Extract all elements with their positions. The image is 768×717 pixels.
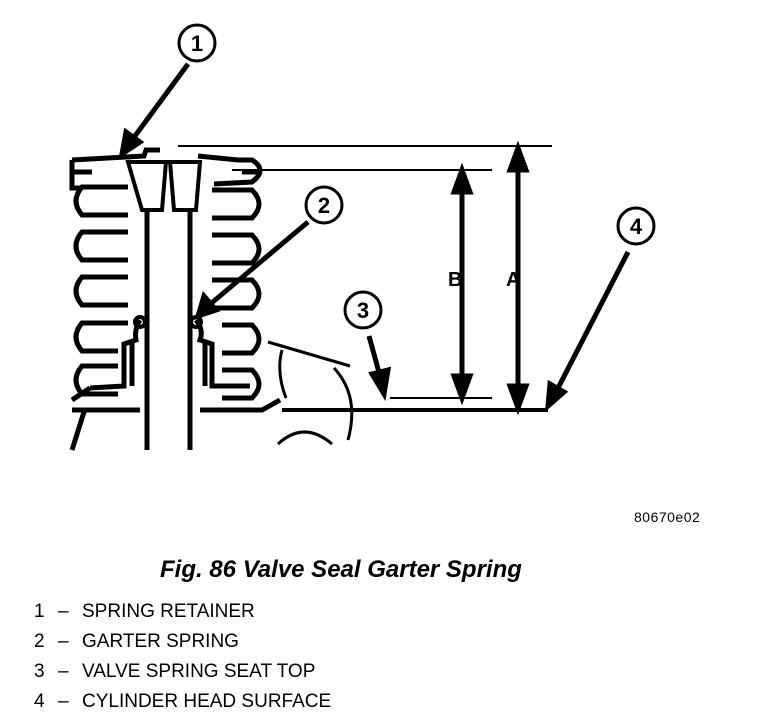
legend-item: 3–VALVE SPRING SEAT TOP	[34, 657, 331, 687]
dimension-b-arrow	[450, 162, 474, 406]
callout-4-number: 4	[630, 214, 643, 239]
callout-2-number: 2	[318, 193, 330, 218]
valve-seal	[89, 318, 250, 391]
figure-caption: Fig. 86 Valve Seal Garter Spring	[160, 556, 522, 583]
callout-4-leader	[544, 250, 631, 412]
legend-separator: –	[58, 601, 69, 622]
callout-3-circle	[343, 290, 383, 330]
legend-item: 4–CYLINDER HEAD SURFACE	[34, 687, 331, 717]
callout-legend: 1–SPRING RETAINER 2–GARTER SPRING 3–VALV…	[34, 597, 331, 717]
legend-label: SPRING RETAINER	[82, 601, 255, 622]
callout-2-circle	[304, 185, 344, 225]
callout-4-circle	[616, 206, 656, 246]
callout-1-leader	[118, 62, 191, 160]
valve-seal-diagram: A B 1 2 3 4	[69, 23, 656, 451]
dimension-b-label: B	[448, 269, 462, 291]
garter-spring-left	[133, 315, 147, 329]
legend-label: GARTER SPRING	[82, 631, 239, 652]
callout-3-number: 3	[357, 298, 369, 323]
callout-3-leader	[366, 335, 392, 402]
legend-item: 2–GARTER SPRING	[34, 627, 331, 657]
callout-1-circle	[177, 23, 217, 63]
valve-spring-coils-right	[212, 187, 262, 401]
valve-spring-coils	[73, 184, 128, 397]
dimension-a-label: A	[506, 269, 520, 291]
dimension-reference-lines	[178, 145, 552, 399]
dimension-a-arrow	[506, 140, 530, 416]
legend-label: VALVE SPRING SEAT TOP	[82, 661, 316, 682]
legend-number: 2	[34, 631, 45, 652]
callout-1-number: 1	[191, 31, 203, 56]
cylinder-head	[69, 385, 282, 451]
valve-stem	[144, 212, 193, 450]
legend-number: 3	[34, 661, 45, 682]
cylinder-head-casting	[267, 340, 548, 446]
valve-keepers	[125, 160, 203, 212]
callout-2-leader	[194, 220, 310, 320]
legend-label: CYLINDER HEAD SURFACE	[82, 691, 332, 712]
legend-separator: –	[58, 661, 69, 682]
legend-number: 1	[34, 601, 45, 622]
legend-number: 4	[34, 691, 45, 712]
figure-id: 80670e02	[634, 509, 701, 525]
legend-separator: –	[58, 691, 69, 712]
legend-item: 1–SPRING RETAINER	[34, 597, 331, 627]
legend-separator: –	[58, 631, 69, 652]
